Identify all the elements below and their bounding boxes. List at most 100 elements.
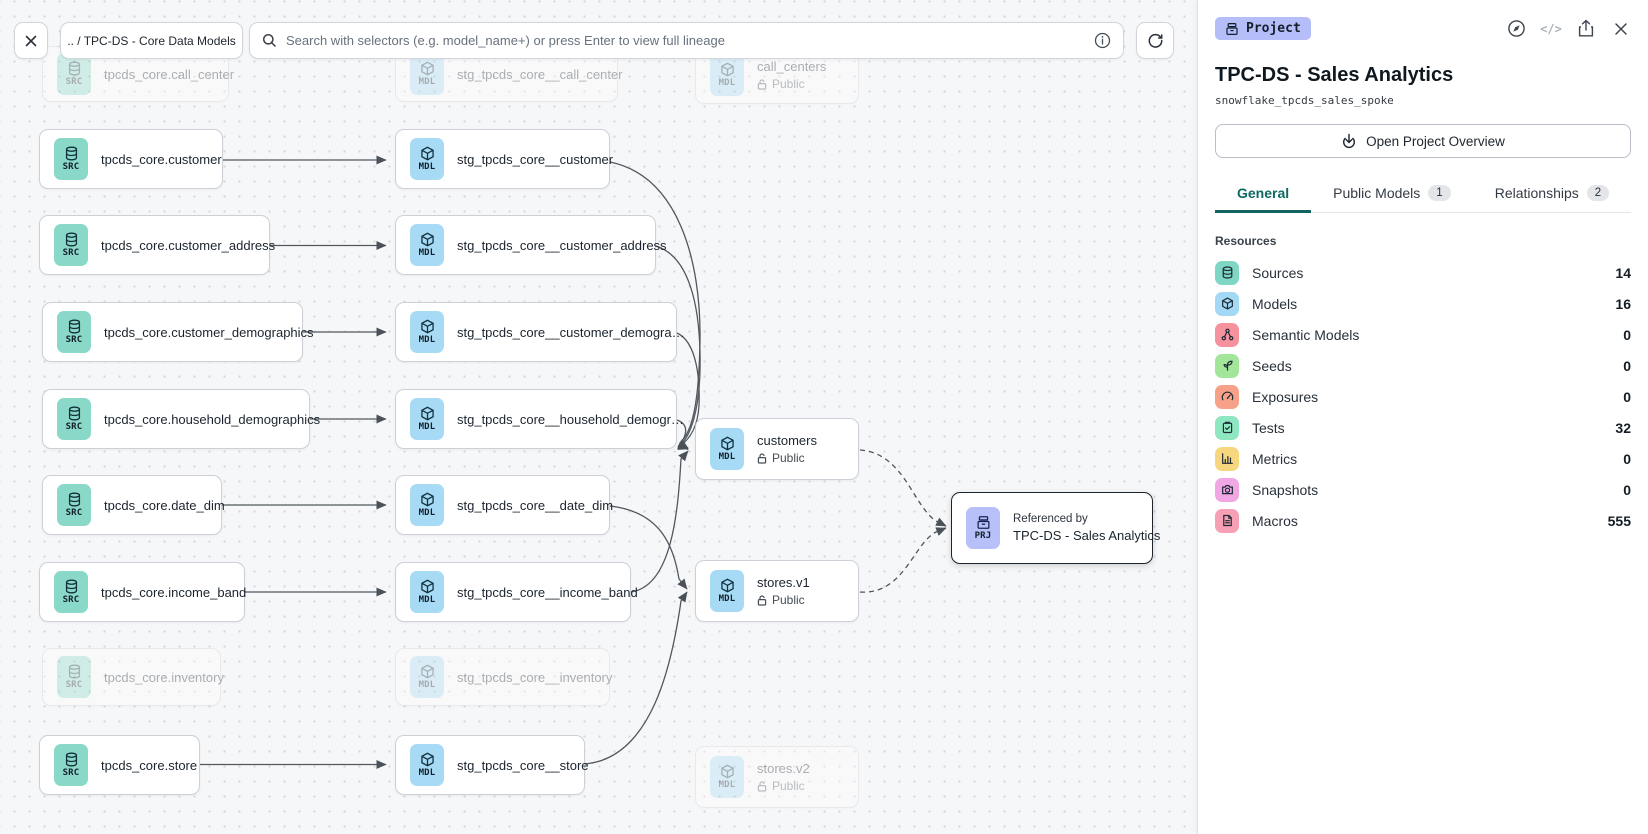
model-icon: MDL	[410, 311, 444, 353]
node-label: stg_tpcds_core__income_band	[457, 584, 638, 600]
node-mdl-income-band[interactable]: MDL stg_tpcds_core__income_band	[395, 562, 638, 622]
source-icon: SRC	[54, 571, 88, 613]
refresh-lineage-button[interactable]	[1136, 22, 1174, 59]
clipboard-check-icon	[1215, 415, 1239, 440]
breadcrumb[interactable]: .. / TPC-DS - Core Data Models	[60, 22, 243, 59]
node-src-customer-demographics[interactable]: SRC tpcds_core.customer_demographics	[42, 302, 314, 362]
node-prj-sales-analytics[interactable]: PRJ Referenced by TPC-DS - Sales Analyti…	[951, 492, 1160, 564]
node-label: stg_tpcds_core__call_center	[457, 66, 623, 82]
camera-icon	[1215, 477, 1239, 502]
node-src-income-band[interactable]: SRC tpcds_core.income_band	[39, 562, 246, 622]
node-mdl-inventory[interactable]: MDL stg_tpcds_core__inventory	[395, 648, 613, 706]
node-pub-customers[interactable]: MDL customers Public	[695, 418, 859, 480]
model-icon: MDL	[410, 656, 444, 698]
explore-compass-icon[interactable]	[1506, 19, 1526, 39]
open-project-overview-button[interactable]: Open Project Overview	[1215, 124, 1631, 158]
seedling-icon	[1215, 353, 1239, 378]
panel-tabs: General Public Models 1 Relationships 2	[1215, 177, 1631, 213]
lineage-edges	[200, 155, 947, 770]
source-icon: SRC	[54, 224, 88, 266]
resource-count: 32	[1615, 419, 1631, 436]
close-icon	[25, 35, 37, 46]
unlock-icon	[757, 780, 767, 792]
model-icon: MDL	[710, 54, 744, 96]
node-label: call_centers	[757, 59, 827, 74]
share-icon[interactable]	[1576, 19, 1596, 39]
close-lineage-button[interactable]	[14, 22, 48, 59]
access-row: Public	[757, 451, 817, 465]
node-mdl-date-dim[interactable]: MDL stg_tpcds_core__date_dim	[395, 475, 614, 535]
node-label: stg_tpcds_core__store	[457, 757, 589, 773]
resource-row-metrics[interactable]: Metrics 0	[1215, 443, 1631, 474]
access-row: Public	[757, 779, 810, 793]
source-icon: SRC	[57, 656, 91, 698]
node-label: tpcds_core.date_dim	[104, 497, 225, 513]
node-label: tpcds_core.call_center	[104, 66, 235, 82]
search-input[interactable]	[286, 33, 1085, 48]
node-label: stg_tpcds_core__customer_demogra…	[457, 324, 685, 340]
resource-row-models[interactable]: Models 16	[1215, 288, 1631, 319]
node-src-date-dim[interactable]: SRC tpcds_core.date_dim	[42, 475, 225, 535]
code-icon: </>	[1540, 21, 1562, 36]
tab-count-badge: 2	[1586, 185, 1610, 201]
node-label: stg_tpcds_core__customer	[457, 151, 614, 167]
node-mdl-customer[interactable]: MDL stg_tpcds_core__customer	[395, 129, 614, 189]
resource-row-tests[interactable]: Tests 32	[1215, 412, 1631, 443]
project-type-badge: Project	[1215, 17, 1311, 40]
lineage-canvas[interactable]: SRC tpcds_core.call_center SRC tpcds_cor…	[0, 0, 1197, 834]
refresh-icon	[1148, 33, 1162, 48]
node-label: stores.v1	[757, 575, 810, 590]
resource-count: 0	[1623, 450, 1631, 467]
node-label: tpcds_core.store	[101, 757, 198, 773]
node-src-store[interactable]: SRC tpcds_core.store	[39, 735, 200, 795]
project-icon	[1226, 22, 1238, 35]
resource-row-macros[interactable]: Macros 555	[1215, 505, 1631, 536]
node-mdl-store[interactable]: MDL stg_tpcds_core__store	[395, 735, 589, 795]
node-src-inventory[interactable]: SRC tpcds_core.inventory	[42, 648, 224, 706]
resource-row-exposures[interactable]: Exposures 0	[1215, 381, 1631, 412]
resource-row-sources[interactable]: Sources 14	[1215, 257, 1631, 288]
node-label: stg_tpcds_core__customer_address	[457, 237, 667, 253]
resource-row-snapshots[interactable]: Snapshots 0	[1215, 474, 1631, 505]
resource-count: 0	[1623, 357, 1631, 374]
node-label: stg_tpcds_core__date_dim	[457, 497, 614, 513]
node-label: TPC-DS - Sales Analytics	[1013, 528, 1161, 543]
bar-chart-icon	[1215, 446, 1239, 471]
model-icon: MDL	[410, 53, 444, 95]
node-mdl-customer-address[interactable]: MDL stg_tpcds_core__customer_address	[395, 215, 667, 275]
node-pub-stores-v1[interactable]: MDL stores.v1 Public	[695, 560, 859, 622]
database-icon	[1215, 260, 1239, 285]
model-icon: MDL	[710, 570, 744, 612]
model-icon: MDL	[710, 428, 744, 470]
node-src-customer[interactable]: SRC tpcds_core.customer	[39, 129, 223, 189]
node-label: stg_tpcds_core__inventory	[457, 669, 613, 685]
model-icon: MDL	[410, 398, 444, 440]
model-icon: MDL	[710, 756, 744, 798]
node-pub-stores-v2[interactable]: MDL stores.v2 Public	[695, 746, 859, 808]
lineage-search[interactable]	[249, 22, 1124, 59]
resource-row-seeds[interactable]: Seeds 0	[1215, 350, 1631, 381]
node-label: tpcds_core.customer	[101, 151, 222, 167]
tab-public-models[interactable]: Public Models 1	[1311, 177, 1473, 213]
close-panel-icon[interactable]	[1611, 19, 1631, 39]
node-src-customer-address[interactable]: SRC tpcds_core.customer_address	[39, 215, 275, 275]
node-mdl-customer-demographics[interactable]: MDL stg_tpcds_core__customer_demogra…	[395, 302, 685, 362]
info-icon[interactable]	[1094, 32, 1111, 49]
resource-row-semantic-models[interactable]: Semantic Models 0	[1215, 319, 1631, 350]
source-icon: SRC	[57, 53, 91, 95]
access-row: Public	[757, 593, 810, 607]
panel-subtitle: snowflake_tpcds_sales_spoke	[1215, 94, 1394, 107]
model-icon: MDL	[410, 484, 444, 526]
node-src-household-demographics[interactable]: SRC tpcds_core.household_demographics	[42, 389, 320, 449]
resource-count: 555	[1607, 512, 1631, 529]
resources-list: Sources 14 Models 16 Semantic Models 0 S…	[1215, 257, 1631, 536]
tab-relationships[interactable]: Relationships 2	[1473, 177, 1631, 213]
source-icon: SRC	[57, 484, 91, 526]
node-label: customers	[757, 433, 817, 448]
tab-general[interactable]: General	[1215, 177, 1312, 213]
node-mdl-household-demographics[interactable]: MDL stg_tpcds_core__household_demogr…	[395, 389, 684, 449]
node-label: tpcds_core.household_demographics	[104, 411, 321, 427]
resource-count: 16	[1615, 295, 1631, 312]
model-icon: MDL	[410, 224, 444, 266]
node-label: stg_tpcds_core__household_demogr…	[457, 411, 684, 427]
